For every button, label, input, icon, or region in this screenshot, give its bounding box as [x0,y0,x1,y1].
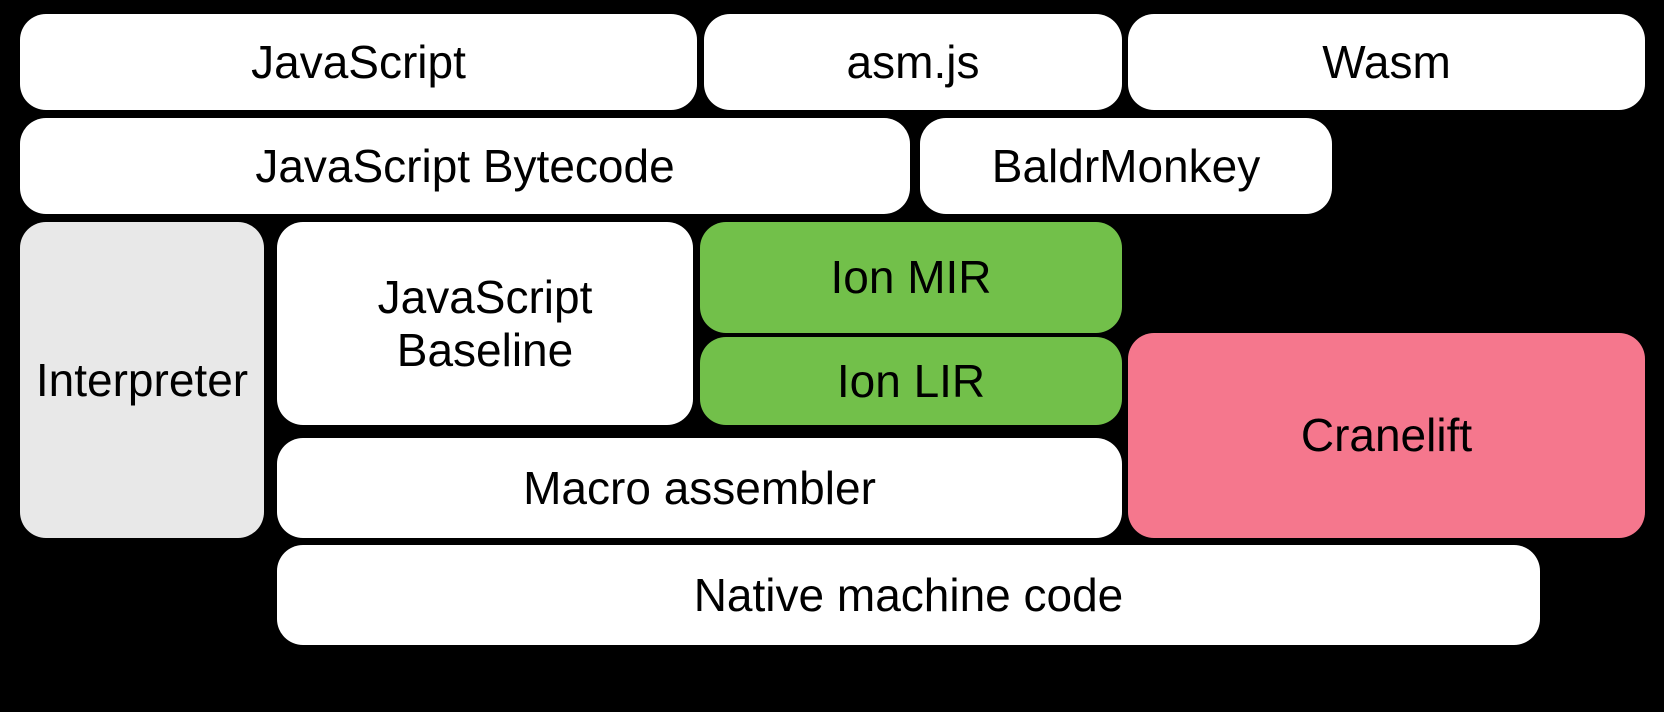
node-native-machine-code: Native machine code [277,545,1540,645]
node-macro-assembler: Macro assembler [277,438,1122,538]
node-wasm: Wasm [1128,14,1645,110]
node-javascript: JavaScript [20,14,697,110]
node-ion-mir: Ion MIR [700,222,1122,333]
node-ion-lir: Ion LIR [700,337,1122,425]
node-asmjs: asm.js [704,14,1122,110]
node-baldrmonkey: BaldrMonkey [920,118,1332,214]
node-interpreter: Interpreter [20,222,264,538]
node-javascript-bytecode: JavaScript Bytecode [20,118,910,214]
node-cranelift: Cranelift [1128,333,1645,538]
node-javascript-baseline: JavaScript Baseline [277,222,693,425]
